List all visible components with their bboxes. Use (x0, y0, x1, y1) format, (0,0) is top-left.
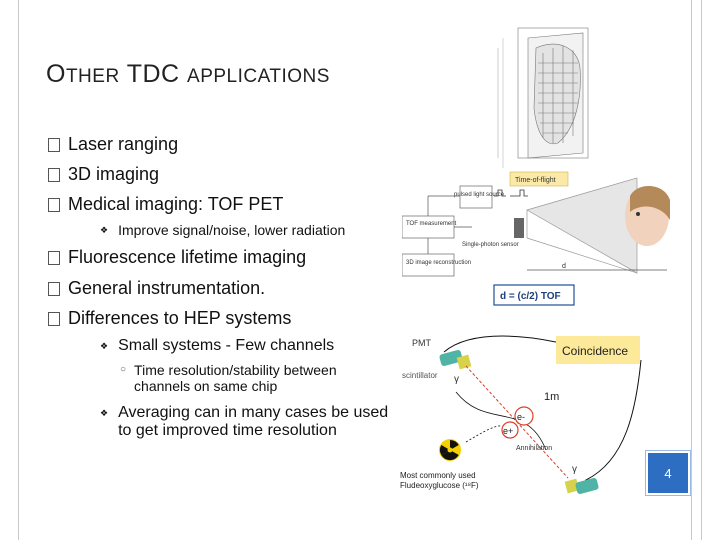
time-of-flight-box (509, 171, 569, 187)
diamond-bullet-icon: ❖ (100, 224, 109, 235)
pet-diagram: PMT scintillator γ Coincidence 1m e- e+ … (400, 335, 642, 494)
bullet-box-icon (48, 311, 60, 326)
bullet-box-icon (48, 197, 60, 212)
pmt-icon-bottom (575, 478, 599, 494)
tracer-line-2: Fludeoxyglucose (¹⁸F) (400, 481, 479, 490)
bullet-general-instrumentation: General instrumentation. (48, 278, 265, 299)
face-scan-image (488, 8, 608, 178)
tof-diagram: Time-of-flight pulsed light source TOF m… (402, 171, 670, 306)
sub-sub-bullet-time-resolution: ○ Time resolution/stability between chan… (120, 362, 337, 394)
positron-icon (501, 421, 519, 439)
left-frame-line (18, 0, 19, 540)
photon-sensor-label: Single-photon sensor (462, 242, 519, 248)
tof-measurement-box (402, 215, 455, 239)
gamma-label-bottom: γ (572, 464, 577, 475)
pmt-label: PMT (412, 338, 432, 348)
bullet-box-icon (48, 137, 60, 152)
tof-measurement-label: TOF measurement (406, 221, 457, 227)
positron-label: e+ (503, 426, 513, 436)
bullet-box-icon (48, 281, 60, 296)
bullet-box-icon (48, 167, 60, 182)
page-number-badge: 4 (646, 451, 690, 495)
crystal-icon-top (456, 354, 472, 370)
scintillator-label: scintillator (402, 371, 438, 380)
distance-d-label: d (562, 263, 566, 270)
slide-title: OTHER TDC APPLICATIONS (46, 60, 330, 88)
diamond-bullet-icon: ❖ (100, 341, 109, 351)
crystal-icon-bottom (564, 478, 580, 494)
pulsed-source-label: pulsed light source (454, 192, 505, 198)
diamond-bullet-icon: ❖ (100, 408, 109, 418)
photon-sensor-icon (514, 218, 524, 238)
circle-bullet-icon: ○ (120, 364, 127, 375)
right-frame-line-outer (701, 0, 702, 540)
bullet-hep-differences: Differences to HEP systems (48, 308, 291, 329)
electron-icon (514, 406, 534, 426)
distance-1m-label: 1m (544, 391, 559, 403)
coincidence-label: Coincidence (562, 344, 628, 358)
bullet-medical-imaging: Medical imaging: TOF PET (48, 194, 283, 215)
annihilation-label: Annihilation (516, 445, 552, 452)
tof-formula-label: d = (c/2) TOF (500, 291, 561, 302)
tracer-line-1: Most commonly used (400, 471, 476, 480)
coincidence-box (556, 336, 640, 364)
pulsed-source-box (459, 185, 493, 209)
bullet-3d-imaging: 3D imaging (48, 164, 159, 185)
sub-bullet-small-systems: ❖ Small systems - Few channels (100, 337, 335, 354)
bullet-box-icon (48, 250, 60, 265)
time-of-flight-label: Time-of-flight (515, 177, 556, 184)
electron-label: e- (517, 412, 525, 422)
pmt-icon-top (439, 350, 463, 366)
reconstruction-label: 3D image reconstruction (406, 260, 471, 266)
tof-formula-box (493, 284, 575, 306)
bullet-laser-ranging: Laser ranging (48, 134, 178, 155)
bullet-fluorescence: Fluorescence lifetime imaging (48, 247, 306, 268)
gamma-label-top: γ (454, 374, 459, 385)
right-frame-line (691, 0, 692, 540)
sub-bullet-averaging: ❖ Averaging can in many cases be used to… (100, 404, 389, 439)
sub-bullet-signal-noise: ❖ Improve signal/noise, lower radiation (100, 222, 346, 238)
